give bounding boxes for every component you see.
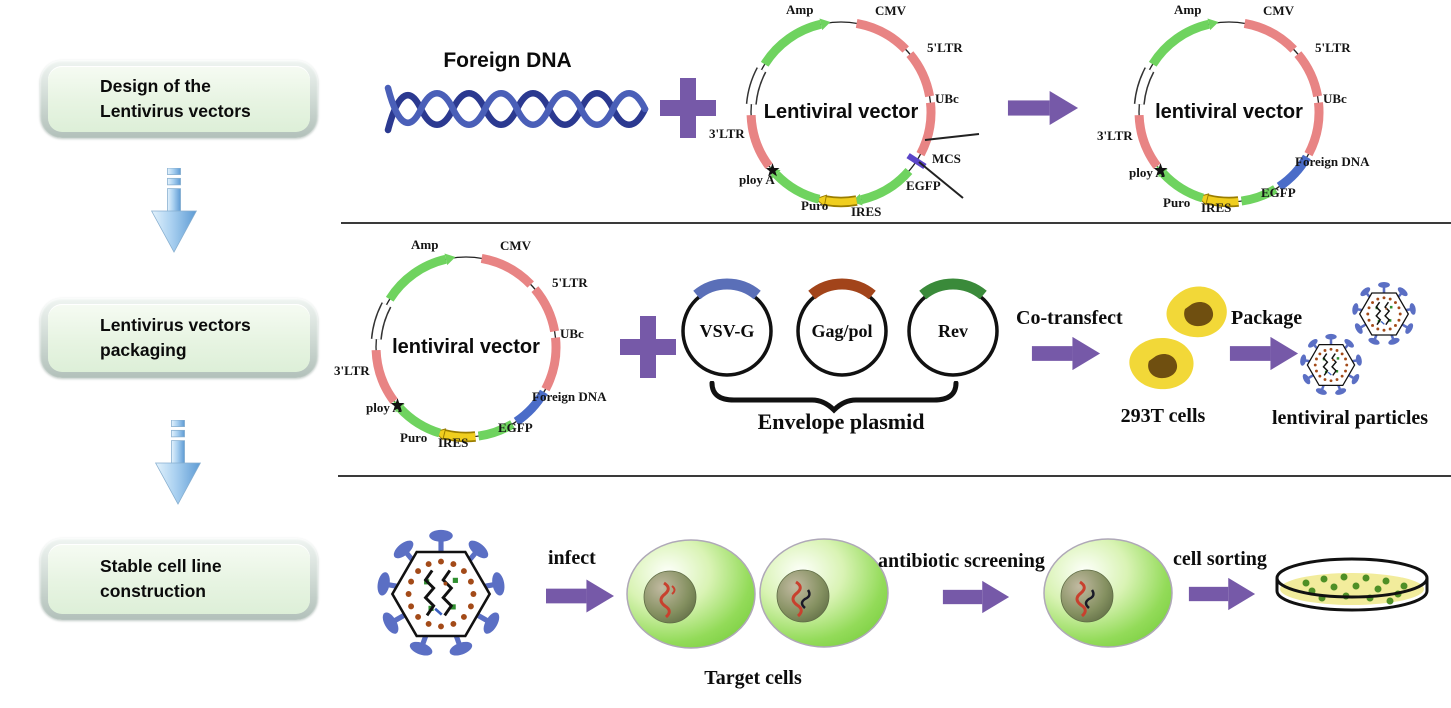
target-cells-label: Target cells [704,667,802,689]
antibiotic-screening-label: antibiotic screening [878,550,1045,572]
label-puro: Puro [1163,195,1190,210]
plasmid-center-label: Lentiviral vector [764,101,919,123]
polya-star-icon [1153,163,1168,177]
label-3ltr: 3'LTR [334,363,370,378]
293t-cells-illustration [1129,286,1227,390]
label-3ltr: 3'LTR [1097,128,1133,143]
label-gagpol: Gag/pol [811,321,872,341]
foreign-dna-segment [513,389,548,426]
step1-line1: Design of the [100,75,211,96]
label-egfp: EGFP [1261,185,1296,200]
label-cmv: CMV [875,3,907,18]
step3-line2: construction [100,581,206,601]
label-foreign-dna: Foreign DNA [1295,154,1370,169]
package-label: Package [1231,307,1303,329]
label-amp: Amp [411,237,438,252]
label-amp: Amp [1174,2,1201,17]
label-ploya: ploy A [1129,165,1165,180]
label-mcs: MCS [932,151,961,166]
target-cell [759,538,889,648]
label-rev: Rev [938,321,968,341]
label-ubc: UBc [1323,91,1347,106]
right-arrow-icon [1007,90,1079,126]
label-ires: IRES [1201,200,1231,215]
label-cmv: CMV [1263,3,1295,18]
cotransfect-label: Co-transfect [1016,307,1123,329]
step-button-design: Design of the Lentivirus vectors [40,60,318,138]
rev-insert-arc [919,278,987,300]
down-arrow-icon [155,420,201,505]
plasmid-center-label: lentiviral vector [1155,101,1303,123]
label-foreign-dna: Foreign DNA [532,389,607,404]
label-egfp: EGFP [498,420,533,435]
lentiviral-particle-large [374,528,508,660]
293t-cells-label: 293T cells [1120,405,1206,427]
lentiviral-particle-icon [1298,333,1364,397]
label-5ltr: 5'LTR [927,40,963,55]
label-ires: IRES [438,435,468,450]
right-arrow-icon [1031,336,1101,371]
polya-star-icon [765,163,780,177]
gagpol-insert-arc [808,278,876,300]
step3-line1: Stable cell line [100,555,222,576]
row-divider [341,222,1451,224]
helper-plasmid-vsvg: VSV-G [681,278,773,377]
plasmid-lentiviral-vector-mcs: Amp CMV 5'LTR UBc MCS EGFP IRES Puro plo… [709,2,980,219]
step1-line2: Lentivirus vectors [100,101,251,121]
label-egfp: EGFP [906,178,941,193]
label-puro: Puro [400,430,427,445]
envelope-brace [709,381,959,414]
plasmid-lentiviral-vector-foreign: Amp CMV 5'LTR UBc Foreign DNA EGFP IRES … [1097,2,1370,215]
label-ploya: ploy A [739,172,775,187]
step2-line2: packaging [100,340,187,360]
label-amp: Amp [786,2,813,17]
label-ploya: ploy A [366,400,402,415]
row-divider [338,475,1451,477]
label-3ltr: 3'LTR [709,126,745,141]
label-puro: Puro [801,198,828,213]
polya-star-icon [390,398,405,412]
right-arrow-icon [942,580,1010,614]
label-ubc: UBc [935,91,959,106]
right-arrow-icon [1188,577,1256,611]
plus-icon [660,78,716,138]
label-ubc: UBc [560,326,584,341]
step2-line1: Lentivirus vectors [100,314,251,335]
right-arrow-icon [546,579,614,613]
down-arrow-icon [151,168,197,253]
label-vsvg: VSV-G [700,321,755,341]
cell-sorting-label: cell sorting [1173,548,1267,570]
mcs-pointer-line [918,161,964,199]
label-cmv: CMV [500,238,532,253]
plasmid-lentiviral-vector-foreign-2: Amp CMV 5'LTR UBc Foreign DNA EGFP IRES … [334,237,607,450]
step-button-packaging: Lentivirus vectors packaging [40,298,318,378]
selected-cell [1043,538,1173,648]
plus-icon [620,316,676,378]
helper-plasmid-rev: Rev [907,278,999,377]
label-5ltr: 5'LTR [552,275,588,290]
right-arrow-icon [1229,336,1299,371]
helper-plasmid-gagpol: Gag/pol [796,278,888,377]
label-ires: IRES [851,204,881,219]
lentiviral-particles-label: lentiviral particles [1272,407,1429,429]
petri-dish-icon [1275,557,1429,612]
target-cell [626,539,756,649]
foreign-dna-segment [1276,154,1311,191]
foreign-dna-title: Foreign DNA [443,49,572,72]
mcs-pointer-line [924,133,980,141]
vsvg-insert-arc [693,278,761,300]
dna-helix-icon [384,84,649,134]
step-button-stable-line: Stable cell line construction [40,538,318,620]
plasmid-center-label: lentiviral vector [392,336,540,358]
infect-label: infect [548,547,596,569]
envelope-plasmid-caption: Envelope plasmid [757,409,925,434]
label-5ltr: 5'LTR [1315,40,1351,55]
